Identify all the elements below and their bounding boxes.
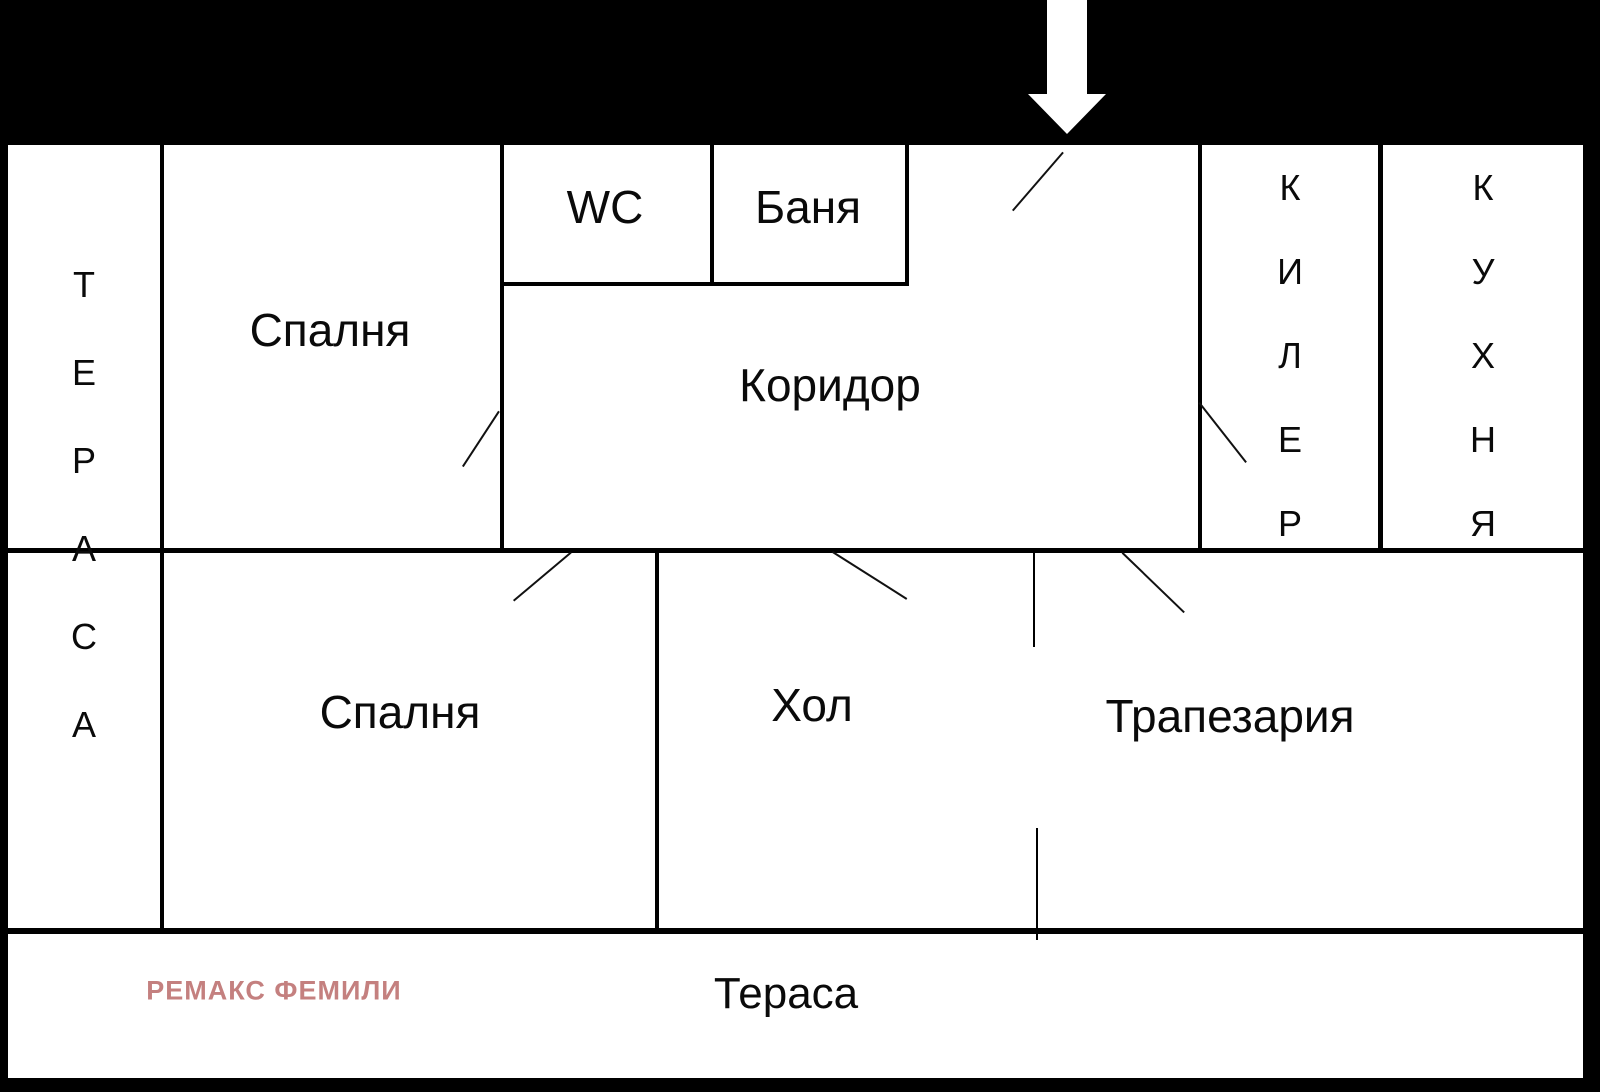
wall-terrace-bottom-top	[8, 928, 1583, 934]
label-terrace-bottom: Тераса	[713, 969, 859, 1018]
label-terrace-left-vertical: Т Е Р А С А	[8, 241, 160, 769]
kiler-letter: К	[1279, 167, 1301, 208]
kiler-letter: И	[1277, 251, 1303, 292]
terrace-letter: А	[71, 704, 96, 745]
wall-horizontal-mid	[8, 548, 1583, 553]
kiler-letter: Р	[1277, 503, 1302, 544]
wall-hall-dining-divider-top	[1033, 553, 1035, 647]
kitchen-letter: Х	[1470, 335, 1495, 376]
kitchen-letter: К	[1472, 167, 1494, 208]
kiler-letter: Л	[1278, 335, 1302, 376]
label-bath: Баня	[754, 181, 862, 233]
room-bedroom-2	[164, 553, 655, 928]
terrace-letter: Р	[71, 440, 96, 481]
kitchen-letter: Я	[1470, 503, 1496, 544]
wall-wc-bath-bottom	[500, 282, 909, 286]
kitchen-letter: Н	[1470, 419, 1496, 460]
terrace-letter: Т	[73, 264, 95, 305]
label-kitchen-vertical: К У Х Н Я	[1383, 146, 1583, 566]
label-bedroom-1: Спалня	[249, 304, 411, 356]
entrance-arrow-icon	[1047, 0, 1087, 95]
room-hall	[659, 553, 1033, 928]
wall-bath-right	[905, 145, 909, 286]
entrance-arrow-icon-head	[1028, 94, 1106, 134]
kiler-letter: Е	[1277, 419, 1302, 460]
wall-hall-dining-divider-bottom	[1036, 828, 1038, 940]
wall-corridor-left	[500, 145, 504, 553]
label-wc: WC	[566, 181, 644, 233]
label-corridor: Коридор	[739, 359, 921, 411]
floor-plan-area: Спалня WC Баня Коридор Спалня Хол Трапез…	[8, 145, 1583, 1078]
wall-wc-bath-divider	[710, 145, 714, 286]
wall-kiler-left	[1198, 145, 1202, 553]
label-dining: Трапезария	[1105, 690, 1355, 742]
label-bedroom-2: Спалня	[319, 686, 481, 738]
label-kiler-vertical: К И Л Е Р	[1202, 146, 1378, 566]
terrace-letter: С	[71, 616, 97, 657]
room-corridor	[504, 286, 1198, 548]
terrace-letter: Е	[71, 352, 96, 393]
door-line-entrance	[1012, 151, 1064, 212]
wall-terrace-strip-right	[160, 145, 164, 934]
terrace-letter: А	[71, 528, 96, 569]
wall-kiler-kitchen-divider	[1378, 145, 1383, 553]
wall-bedroom2-right	[655, 548, 659, 934]
label-hall: Хол	[771, 679, 853, 731]
watermark-remax: РЕМАКС ФЕМИЛИ	[146, 975, 402, 1006]
kitchen-letter: У	[1471, 251, 1495, 292]
